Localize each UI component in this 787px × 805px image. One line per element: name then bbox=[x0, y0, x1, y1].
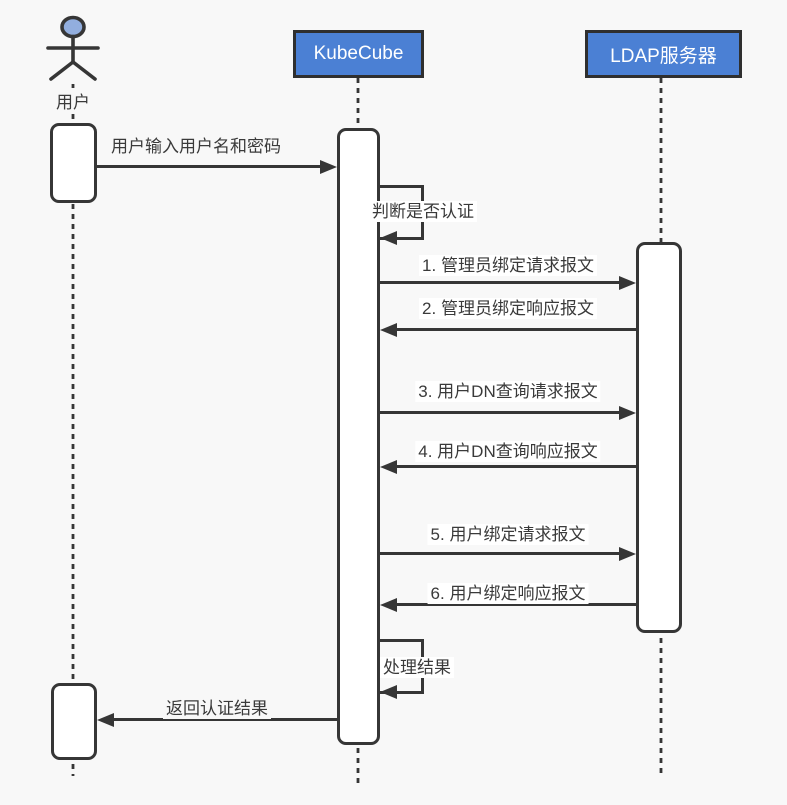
message-4-label: 3. 用户DN查询请求报文 bbox=[415, 381, 601, 402]
message-0-label: 用户输入用户名和密码 bbox=[108, 136, 284, 157]
actor-user-label: 用户 bbox=[54, 88, 92, 113]
message-2-arrowhead-icon bbox=[619, 276, 636, 290]
actor-user-icon bbox=[46, 15, 100, 81]
message-5-label: 4. 用户DN查询响应报文 bbox=[415, 441, 601, 462]
message-0-line bbox=[97, 165, 323, 168]
message-1-label: 判断是否认证 bbox=[369, 201, 477, 222]
message-3-line bbox=[396, 328, 636, 331]
message-9-arrowhead-icon bbox=[97, 713, 114, 727]
message-9-line bbox=[113, 718, 337, 721]
activation-user-bottom bbox=[51, 683, 97, 760]
message-2-line bbox=[380, 281, 622, 284]
message-4-line bbox=[380, 411, 622, 414]
message-7-label: 6. 用户绑定响应报文 bbox=[427, 583, 589, 604]
message-5-line bbox=[396, 465, 636, 468]
message-9-label: 返回认证结果 bbox=[163, 698, 271, 719]
activation-kubecube bbox=[337, 128, 380, 745]
activation-ldap bbox=[636, 242, 682, 633]
participant-ldap: LDAP服务器 bbox=[585, 30, 742, 78]
message-8-label: 处理结果 bbox=[380, 657, 454, 678]
message-5-arrowhead-icon bbox=[380, 460, 397, 474]
participant-kubecube: KubeCube bbox=[293, 30, 424, 78]
message-0-arrowhead-icon bbox=[320, 160, 337, 174]
message-4-arrowhead-icon bbox=[619, 406, 636, 420]
message-3-label: 2. 管理员绑定响应报文 bbox=[419, 298, 597, 319]
message-7-arrowhead-icon bbox=[380, 598, 397, 612]
message-2-label: 1. 管理员绑定请求报文 bbox=[419, 255, 597, 276]
participant-ldap-label: LDAP服务器 bbox=[610, 45, 717, 67]
message-3-arrowhead-icon bbox=[380, 323, 397, 337]
message-6-line bbox=[380, 552, 622, 555]
message-6-label: 5. 用户绑定请求报文 bbox=[427, 524, 589, 545]
message-8-arrowhead-icon bbox=[380, 685, 397, 699]
message-7-line bbox=[396, 603, 636, 606]
message-6-arrowhead-icon bbox=[619, 547, 636, 561]
participant-kubecube-label: KubeCube bbox=[313, 43, 404, 64]
activation-user-top bbox=[50, 123, 97, 203]
message-1-arrowhead-icon bbox=[380, 231, 397, 245]
